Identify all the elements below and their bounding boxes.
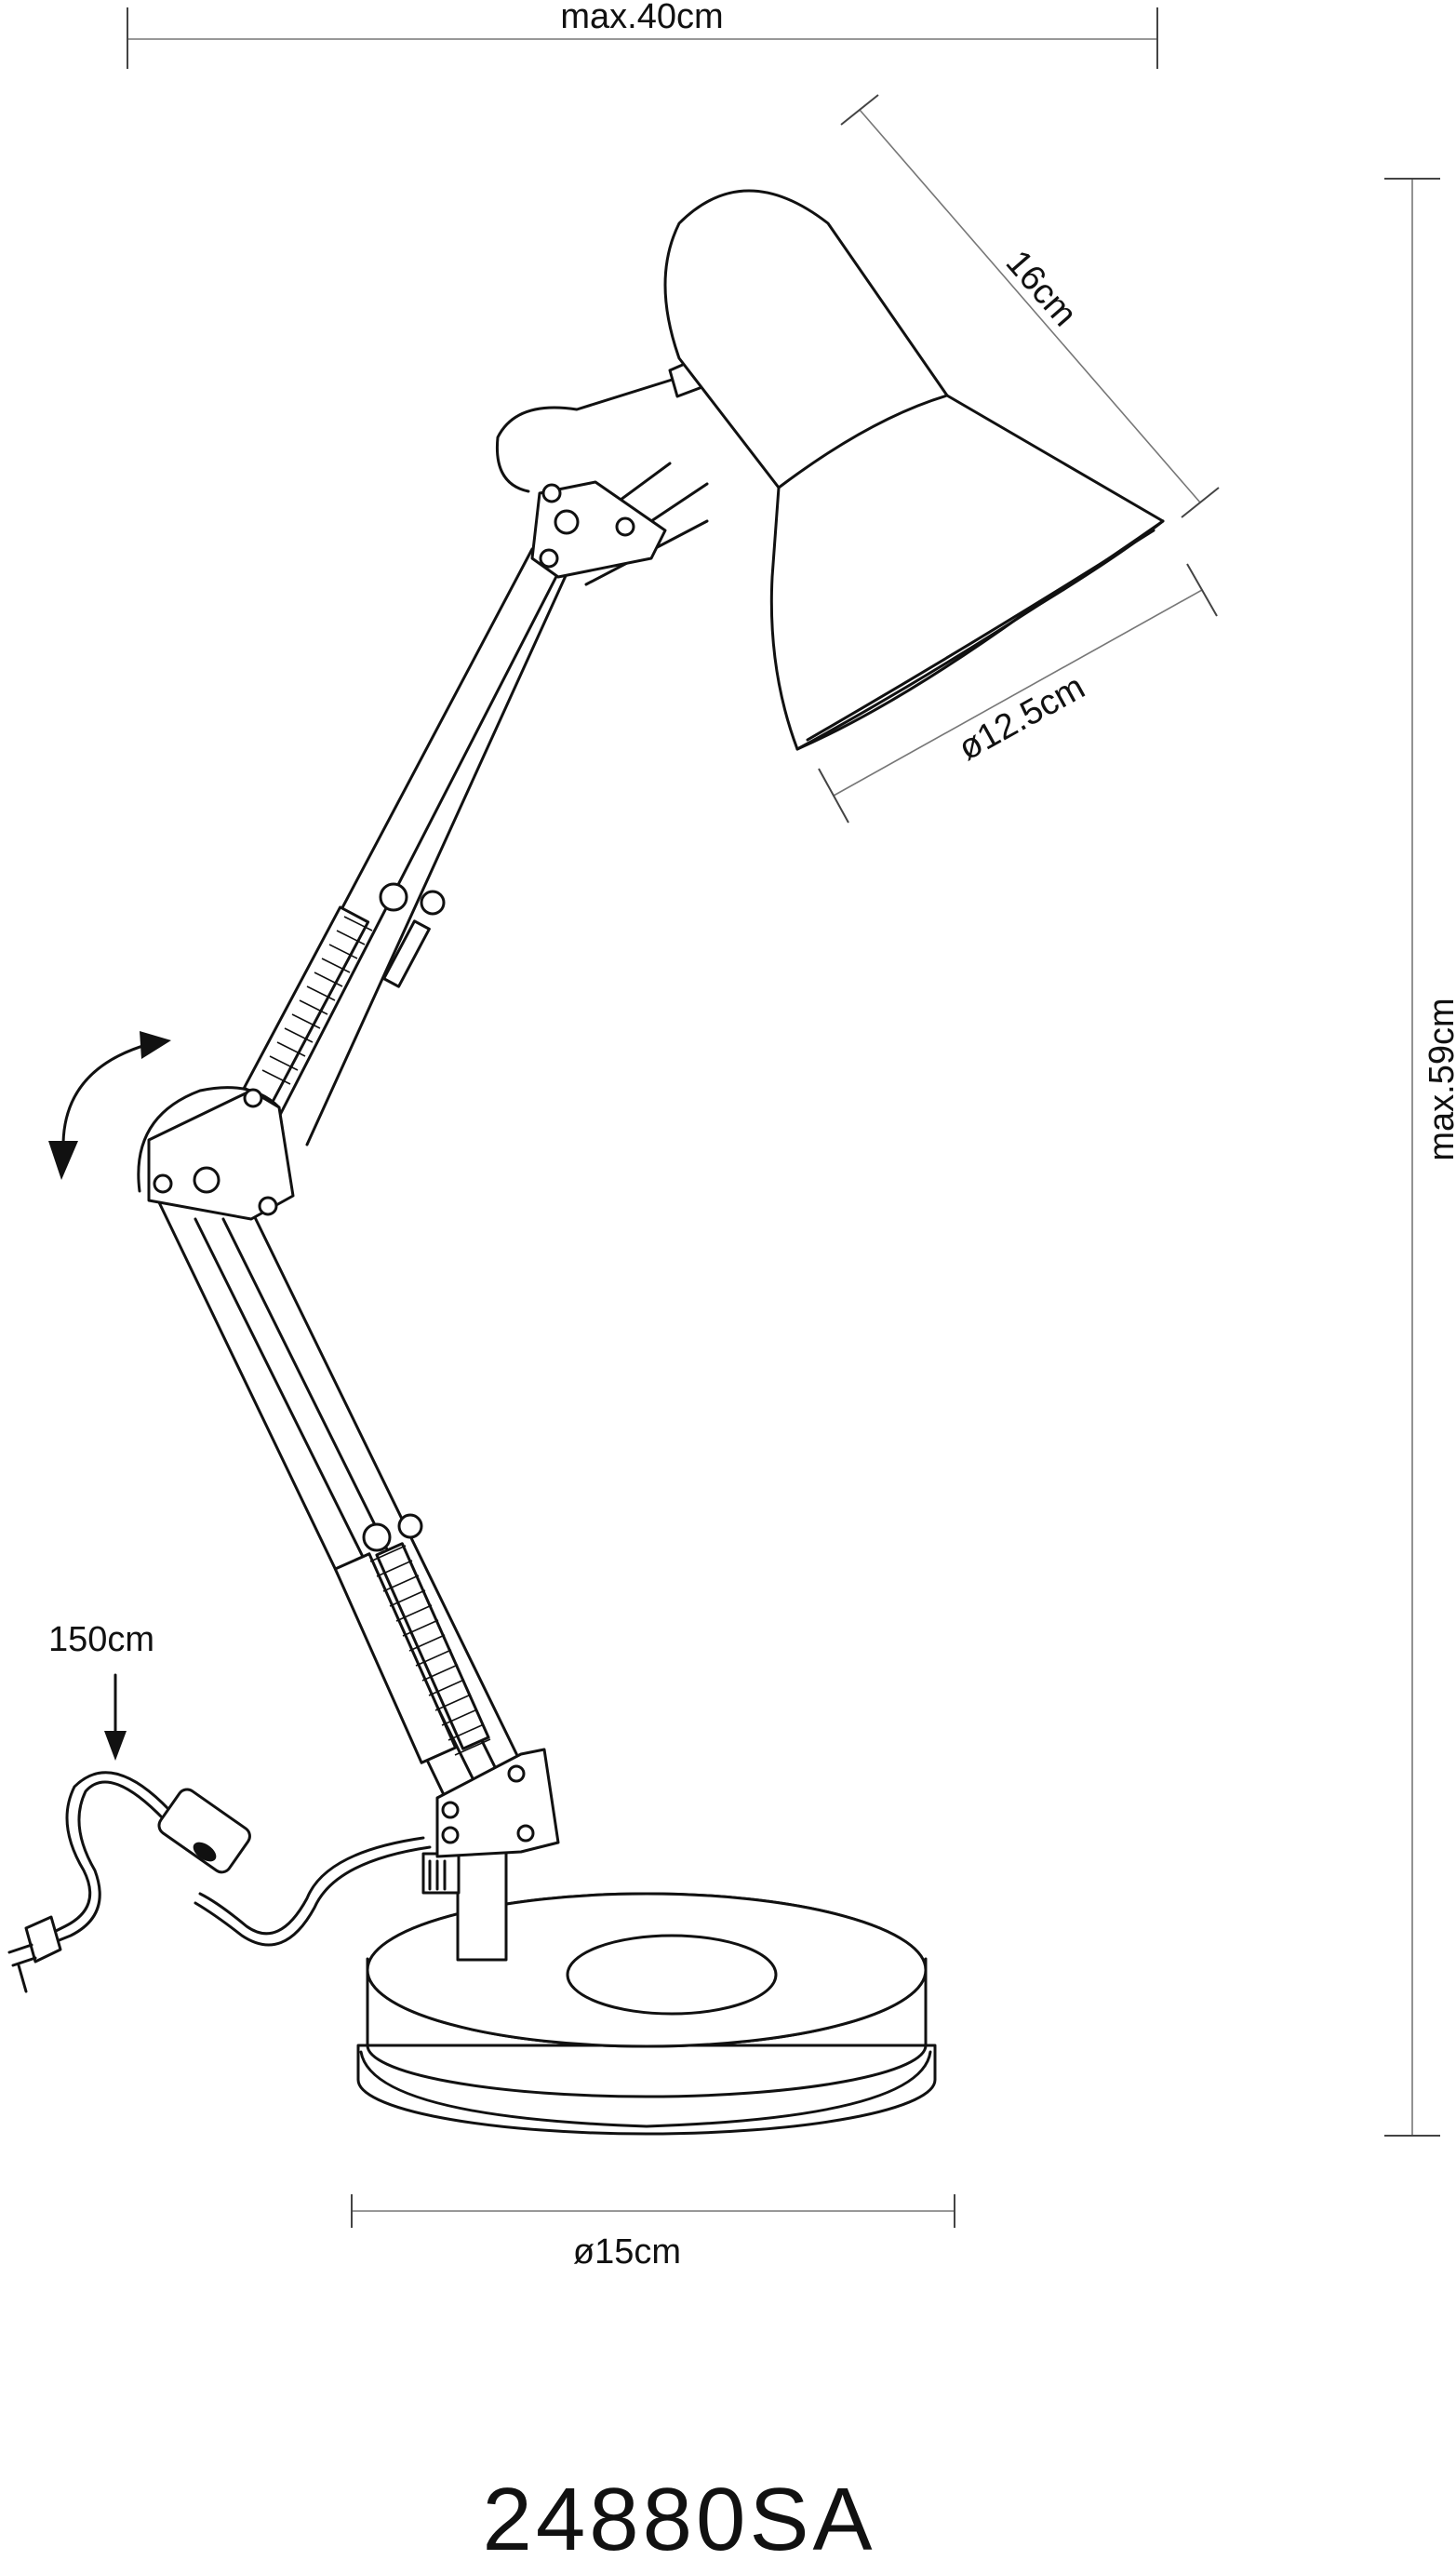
cable-switch [157, 1788, 251, 1874]
lamp-upper-arm [242, 547, 571, 1146]
height-label: max.59cm [1423, 998, 1456, 1160]
lamp-lower-arm [156, 1199, 528, 1803]
base-diameter-label: ø15cm [573, 2232, 681, 2272]
lamp-cable [35, 1771, 432, 1949]
arrow-down-icon [104, 1731, 127, 1761]
shade-length-label: 16cm [998, 243, 1085, 334]
cable-length-label: 150cm [48, 1620, 154, 1659]
width-dimension: max.40cm [127, 0, 1158, 69]
lamp-bottom-joint [435, 1748, 560, 1858]
plug-icon [7, 1915, 62, 1993]
base-diameter-dimension: ø15cm [351, 2194, 955, 2272]
width-label: max.40cm [560, 0, 723, 36]
height-dimension: max.59cm [1384, 178, 1456, 2137]
cable-length-indicator: 150cm [48, 1620, 154, 1761]
lamp-base [356, 1848, 937, 2136]
model-number: 24880SA [482, 2470, 875, 2560]
lamp-elbow-joint [137, 1086, 295, 1221]
rotation-arrow-icon [48, 1031, 171, 1180]
lamp-shade [663, 189, 1165, 751]
lamp-top-joint [495, 355, 709, 586]
